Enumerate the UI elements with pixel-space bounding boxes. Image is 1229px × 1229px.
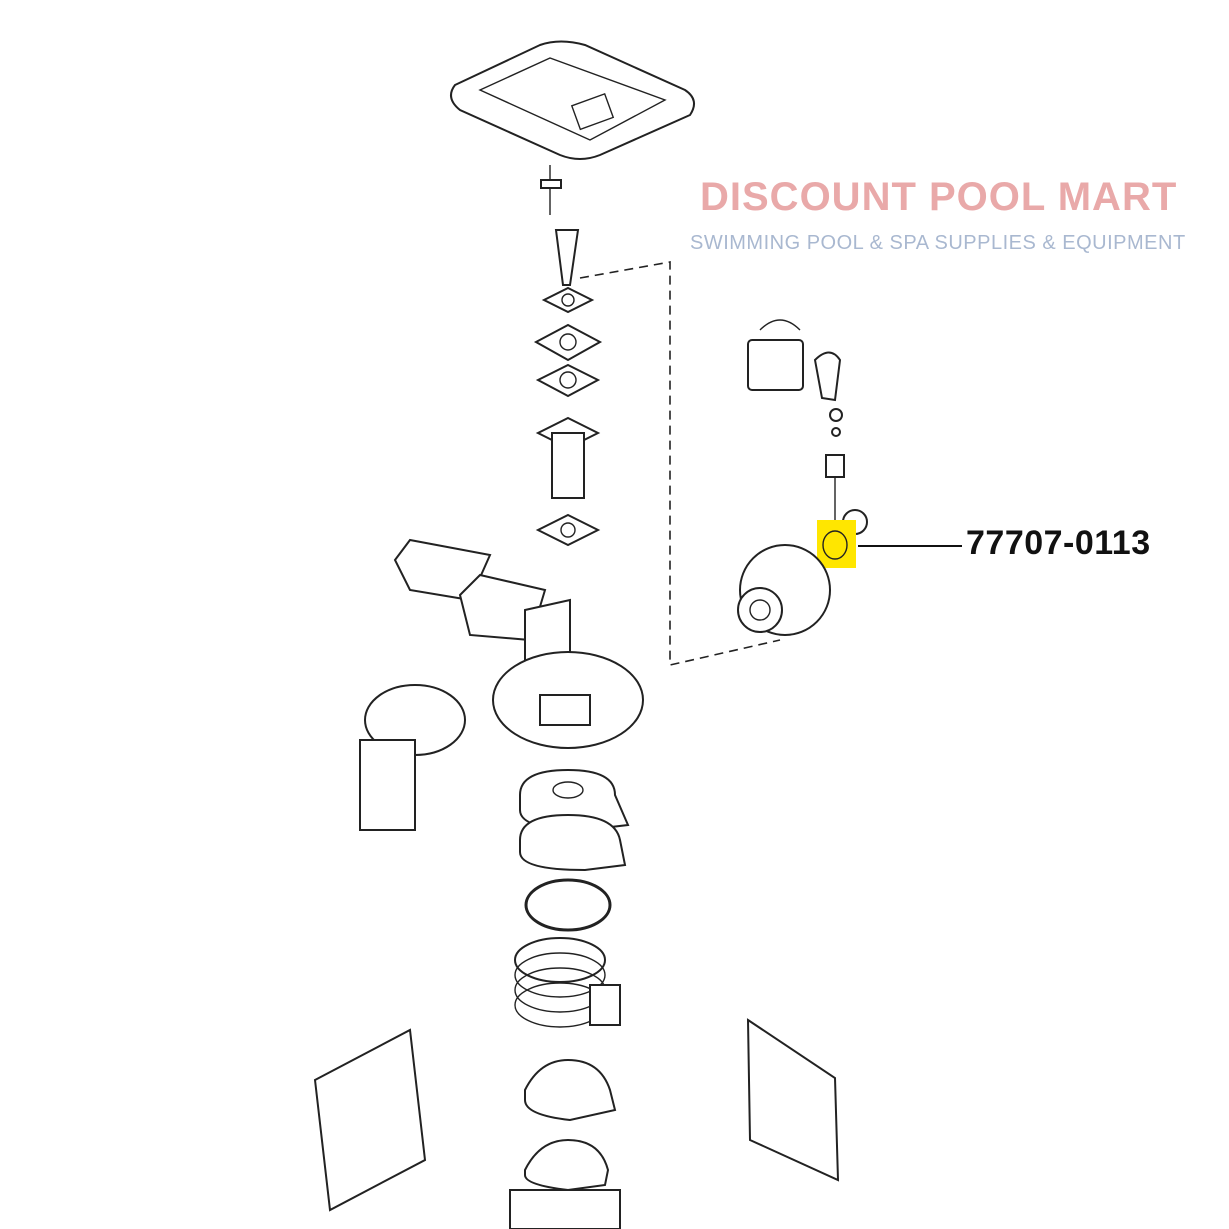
bottom-baffles [509, 1058, 621, 1229]
baffles [519, 768, 630, 872]
burner-tube [554, 229, 580, 286]
blower-assembly [737, 544, 831, 636]
watermark-brand: DISCOUNT POOL MART [700, 175, 1178, 219]
right-access-panel [746, 1018, 840, 1182]
ignitor [540, 165, 562, 215]
part-number-label: 77707-0113 [966, 524, 1151, 562]
gaskets [533, 286, 603, 547]
heat-exchanger [514, 937, 621, 1028]
o-ring [524, 878, 612, 932]
top-cover [450, 40, 695, 160]
watermark-tagline: SWIMMING POOL & SPA SUPPLIES & EQUIPMENT [690, 232, 1186, 254]
connection-dashed-line [579, 261, 781, 667]
blower-ring [359, 684, 466, 831]
left-side-panel [313, 1028, 427, 1212]
mounting-plate [492, 651, 644, 749]
gas-valve [747, 319, 868, 535]
